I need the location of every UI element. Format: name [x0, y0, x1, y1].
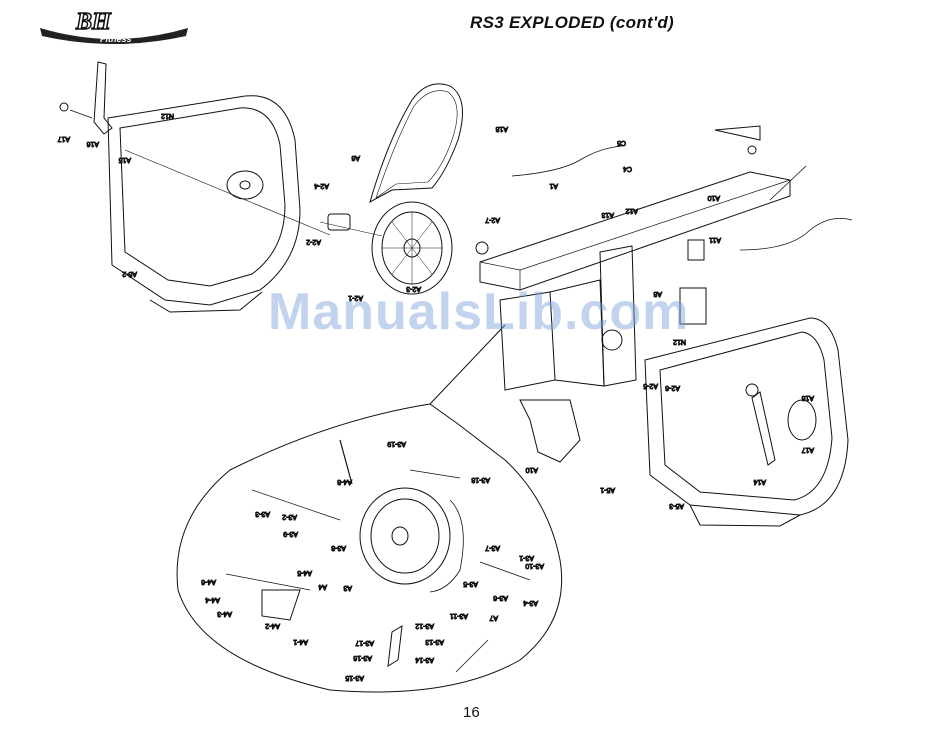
- label-A2-4: A2-4: [314, 182, 329, 189]
- page-number: 16: [463, 704, 480, 721]
- label-A2-6: A2-6: [665, 384, 680, 391]
- left-cover-assembly: [107, 95, 331, 313]
- label-A3-8: A3-8: [331, 544, 346, 551]
- label-A4-1: A4-1: [293, 638, 308, 645]
- label-A3-6: A3-6: [493, 594, 508, 601]
- label-A4-2: A4-2: [265, 622, 280, 629]
- label-A15: A15: [118, 156, 131, 163]
- label-A4-6: A4-6: [201, 578, 216, 585]
- label-A17-left: A17: [57, 135, 70, 142]
- label-A3-9: A3-9: [283, 530, 298, 537]
- label-A4-4: A4-4: [205, 596, 220, 603]
- label-A3-11: A3-11: [450, 612, 468, 619]
- watermark: ManualsLib.com: [268, 283, 690, 341]
- label-A3-18: A3-18: [471, 476, 490, 483]
- label-A3-3: A3-3: [255, 510, 270, 517]
- frame-upright: [499, 245, 637, 463]
- label-A10-top: A10: [707, 194, 720, 201]
- label-A3-5: A3-5: [463, 580, 478, 587]
- label-A2-3: A2-3: [406, 285, 421, 292]
- label-A14: A14: [753, 478, 766, 485]
- label-A4: A4: [318, 583, 327, 590]
- label-A5-2: A5-2: [122, 270, 137, 277]
- label-A3-7: A3-7: [485, 544, 500, 551]
- label-A3-14: A3-14: [415, 656, 434, 663]
- crank-arm-left: [59, 61, 113, 135]
- right-cover-assembly: [644, 317, 849, 527]
- label-A2-1: A2-1: [348, 294, 363, 301]
- label-A13: A13: [601, 211, 614, 218]
- label-N12-right: N12: [673, 338, 686, 345]
- label-A16-right: A16: [801, 394, 814, 401]
- label-A10-bottom: A10: [525, 466, 538, 473]
- label-A16-left: A16: [86, 140, 99, 147]
- label-A8: A8: [653, 290, 662, 297]
- label-N12-left: N12: [161, 112, 174, 119]
- cables: [511, 145, 853, 251]
- label-A4-3: A4-3: [217, 610, 232, 617]
- label-A5-1: A5-1: [600, 486, 615, 493]
- label-A4-8: A4-8: [337, 478, 352, 485]
- label-A3-17: A3-17: [355, 639, 374, 646]
- label-A3-1: A3-1: [519, 554, 534, 561]
- drive-belt: [369, 83, 463, 204]
- label-A3-2: A3-2: [282, 513, 297, 520]
- label-A3: A3: [343, 584, 352, 591]
- label-A2-7: A2-7: [485, 216, 500, 223]
- label-A3-10: A3-10: [525, 562, 544, 569]
- label-C4: C4: [623, 165, 632, 172]
- label-A3-4: A3-4: [523, 599, 538, 606]
- tension-bracket: [679, 239, 707, 325]
- label-A17-right: A17: [801, 446, 814, 453]
- label-A3-16: A3-16: [353, 654, 372, 661]
- label-A2-5: A2-5: [643, 382, 658, 389]
- label-C5: C5: [617, 139, 626, 146]
- logo-letters: BH: [75, 9, 112, 35]
- label-A6: A6: [351, 154, 360, 161]
- bh-fitness-logo: BH Fitness: [40, 8, 188, 44]
- label-A18: A18: [495, 125, 508, 132]
- label-A3-19: A3-19: [387, 440, 406, 447]
- label-A1: A1: [549, 182, 558, 189]
- label-A4-5: A4-5: [297, 569, 312, 576]
- label-A3-12: A3-12: [415, 622, 434, 629]
- label-A3-15: A3-15: [345, 674, 364, 681]
- main-frame-beam: [479, 125, 791, 291]
- label-A3-13: A3-13: [425, 638, 444, 645]
- label-A2-2: A2-2: [306, 238, 321, 245]
- label-A11: A11: [709, 236, 721, 243]
- page-title: RS3 EXPLODED (cont'd): [470, 13, 674, 32]
- logo-tagline: Fitness: [100, 34, 132, 44]
- label-A5-3: A5-3: [669, 502, 684, 509]
- label-A12: A12: [625, 207, 638, 214]
- pulley-wheel: [319, 201, 489, 295]
- label-A7: A7: [489, 614, 498, 621]
- detail-enlargement: [176, 324, 563, 693]
